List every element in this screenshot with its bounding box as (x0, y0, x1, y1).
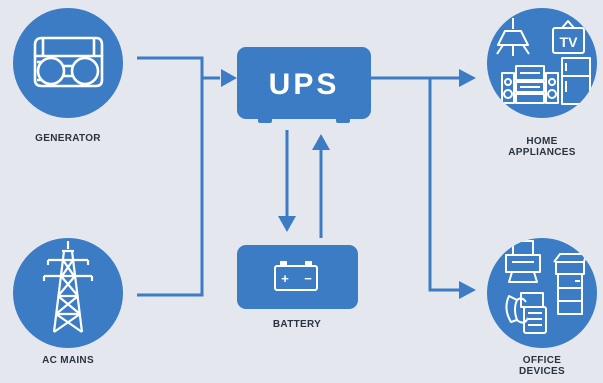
generator-label: GENERATOR (35, 133, 101, 144)
arrow-down-to-battery (278, 216, 296, 232)
battery-label: BATTERY (272, 319, 322, 330)
arrow-into-ups (221, 69, 237, 87)
svg-text:TV: TV (560, 34, 579, 50)
svg-text:−: − (304, 271, 312, 286)
office-devices-label: OFFICE DEVICES (518, 355, 565, 377)
ac-mains-node (13, 238, 123, 348)
battery-unit: + − (237, 245, 358, 309)
arrow-heads (221, 69, 476, 299)
generator-icon (33, 36, 104, 88)
office-devices-icon (505, 240, 587, 334)
ups-unit: UPS (237, 47, 371, 123)
home-appliances-node: TV (487, 8, 597, 118)
office-devices-node (487, 238, 597, 348)
arrow-up-to-ups (312, 134, 330, 150)
home-appliances-label: HOME APPLIANCES (508, 136, 576, 158)
ups-to-office-line (428, 78, 460, 292)
generator-node (13, 8, 123, 118)
ups-label: UPS (269, 68, 340, 101)
arrow-into-home (459, 69, 476, 87)
generator-to-ups-line (137, 56, 220, 80)
ac-mains-label: AC MAINS (42, 355, 94, 366)
arrow-into-office (459, 281, 476, 299)
home-appliances-icon: TV (496, 18, 591, 105)
power-tower-icon (42, 241, 94, 333)
svg-text:+: + (281, 271, 289, 286)
battery-icon: + − (274, 261, 318, 291)
acmains-to-ups-line (137, 78, 204, 297)
connector-lines (137, 56, 460, 297)
